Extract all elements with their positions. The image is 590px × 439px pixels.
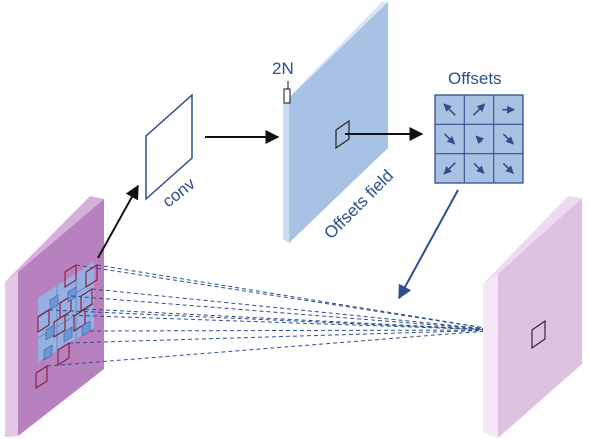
offsets-field-top [283, 2, 388, 103]
offsets-title: Offsets [448, 69, 502, 88]
output-feature-map [483, 196, 582, 438]
offset-arrow-up-left-icon [443, 103, 456, 116]
offset-arrow-down-right-icon [473, 162, 485, 174]
channels-label: 2N [272, 59, 294, 78]
output-map-front [498, 198, 582, 438]
sampling-region [35, 262, 98, 390]
output-map-top [483, 196, 582, 284]
offset-arrow-up-left-small-icon [475, 135, 485, 145]
offset-arrow-up-right-icon [472, 103, 486, 116]
regular-grid-area [38, 262, 94, 362]
offsets-grid [434, 94, 524, 184]
arrow-input-to-conv [97, 184, 139, 259]
offset-arrows [443, 103, 516, 175]
conv-kernel [145, 93, 193, 201]
output-point [531, 319, 546, 350]
offsets-field-front [289, 2, 388, 243]
input-map-top [5, 196, 104, 282]
offset-arrow-down-right-icon [502, 133, 514, 145]
offset-arrow-down-right-icon [502, 162, 514, 174]
offsets-field-side [283, 98, 289, 243]
channel-bracket [283, 81, 291, 104]
offset-arrow-down-left-icon [443, 162, 456, 175]
offsets-field-cell [335, 119, 350, 150]
projection-lines [46, 264, 499, 367]
offset-arrow-down-right-icon [444, 133, 456, 145]
arrow-offsets-to-input [398, 189, 459, 300]
output-map-side [483, 274, 498, 438]
input-map-side [5, 272, 18, 437]
offsets-field-map [283, 2, 388, 243]
